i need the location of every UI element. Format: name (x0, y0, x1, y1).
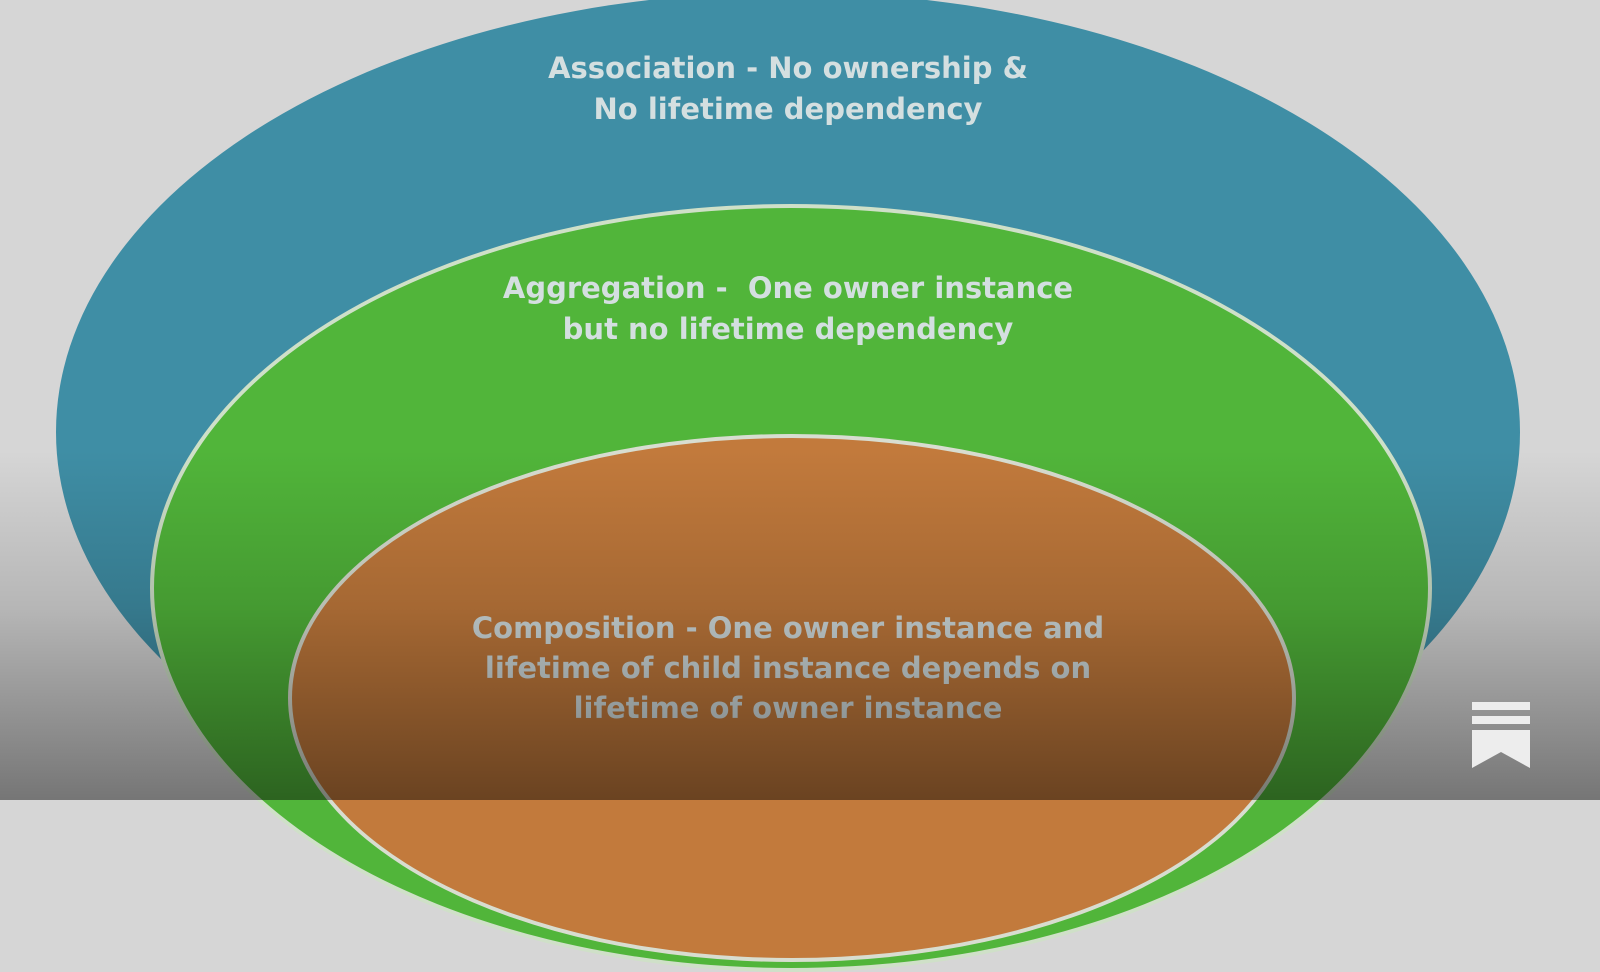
aggregation-label-line1: Aggregation - One owner instance (502, 271, 1074, 305)
aggregation-label: Aggregation - One owner instance but no … (488, 268, 1088, 350)
composition-label-line3: lifetime of owner instance (573, 691, 1003, 725)
bookmark-icon[interactable] (1472, 702, 1530, 768)
composition-label-line2: lifetime of child instance depends on (484, 651, 1092, 685)
composition-label: Composition - One owner instance and lif… (438, 608, 1138, 728)
association-label: Association - No ownership & No lifetime… (488, 48, 1088, 130)
aggregation-label-line2: but no lifetime dependency (562, 312, 1014, 346)
association-label-line1: Association - No ownership & (548, 51, 1028, 85)
composition-label-line1: Composition - One owner instance and (471, 611, 1105, 645)
association-label-line2: No lifetime dependency (593, 92, 983, 126)
